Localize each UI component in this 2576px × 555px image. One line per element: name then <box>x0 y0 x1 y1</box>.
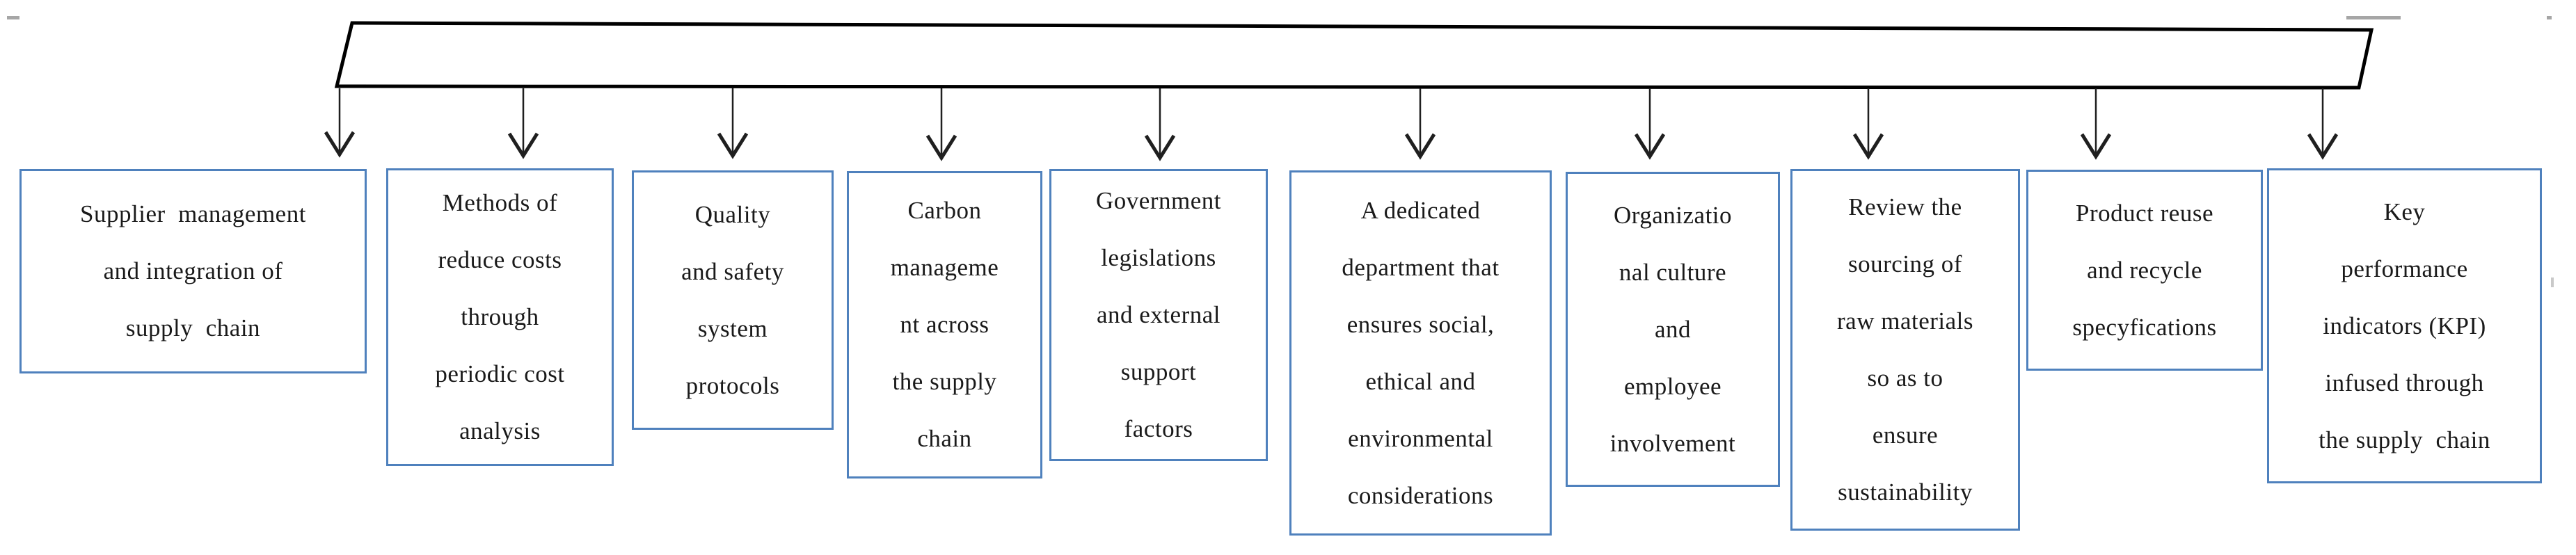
down-arrow-6 <box>1404 88 1436 160</box>
factor-box-text: Product reuse and recycle specyfications <box>2072 199 2217 341</box>
down-arrow-9 <box>2080 88 2112 160</box>
down-arrow-10 <box>2307 88 2339 160</box>
factor-box-text: Government legislations and external sup… <box>1096 187 1221 442</box>
factor-box-text: Review the sourcing of raw materials so … <box>1837 193 1973 506</box>
down-arrow-4 <box>925 88 957 161</box>
banner-parallelogram <box>334 21 2374 90</box>
gray-line-top-right <box>2346 16 2401 19</box>
factor-box-text: Supplier management and integration of s… <box>80 200 306 341</box>
factor-box-product-reuse-recycle: Product reuse and recycle specyfications <box>2026 170 2263 371</box>
factor-box-text: Methods of reduce costs through periodic… <box>435 189 565 444</box>
factor-box-text: Quality and safety system protocols <box>681 200 784 399</box>
factor-box-kpi: Key performance indicators (KPI) infused… <box>2267 168 2542 483</box>
gray-dash-top-left <box>7 16 19 19</box>
down-arrow-2 <box>507 88 539 159</box>
factor-box-text: Organizatio nal culture and employee inv… <box>1609 201 1736 457</box>
factor-box-quality-safety: Quality and safety system protocols <box>632 170 834 430</box>
factor-box-cost-reduction: Methods of reduce costs through periodic… <box>386 168 614 466</box>
down-arrow-8 <box>1852 88 1884 160</box>
factor-box-government-legislations: Government legislations and external sup… <box>1049 169 1268 461</box>
factor-box-raw-material-sourcing: Review the sourcing of raw materials so … <box>1790 169 2020 531</box>
down-arrow-5 <box>1144 88 1176 161</box>
down-arrow-7 <box>1634 88 1666 160</box>
down-arrow-1 <box>324 88 356 158</box>
factor-box-dedicated-department: A dedicated department that ensures soci… <box>1289 170 1552 536</box>
factor-box-organizational-culture: Organizatio nal culture and employee inv… <box>1566 172 1780 487</box>
factor-box-text: Carbon manageme nt across the supply cha… <box>890 197 999 452</box>
gray-tick-right-margin <box>2551 278 2554 287</box>
gray-dot-top-right <box>2547 16 2552 19</box>
down-arrow-3 <box>717 88 749 159</box>
factor-box-carbon-management: Carbon manageme nt across the supply cha… <box>847 171 1042 478</box>
factor-box-text: Key performance indicators (KPI) infused… <box>2319 198 2490 453</box>
factor-box-text: A dedicated department that ensures soci… <box>1342 196 1500 509</box>
factor-box-supplier-management: Supplier management and integration of s… <box>19 169 367 373</box>
